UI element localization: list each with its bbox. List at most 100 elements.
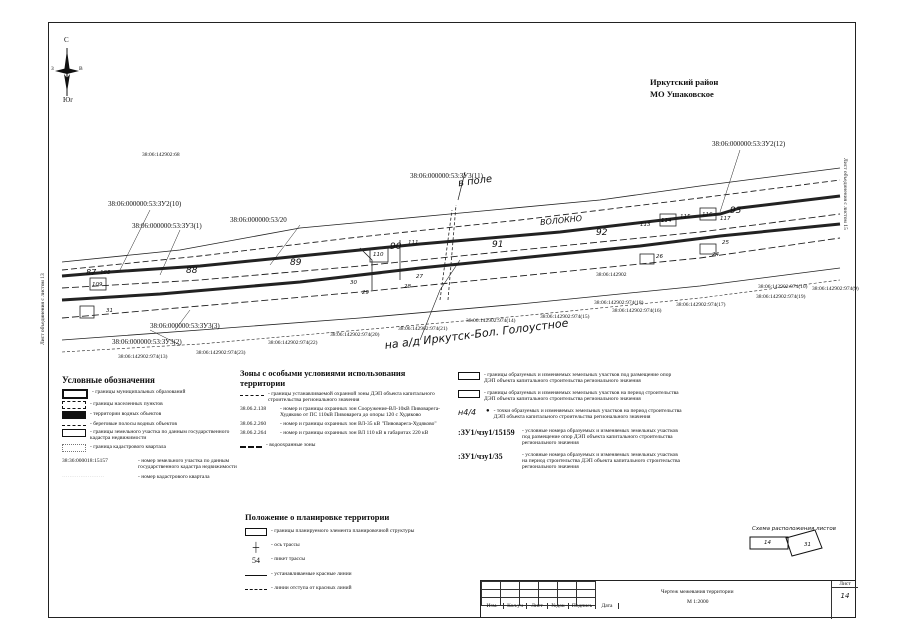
- picket-27: 27: [416, 274, 423, 280]
- zones-item: - номер и границы охранных зон Сооружени…: [280, 406, 440, 418]
- compass-west: З: [51, 66, 54, 72]
- picket-114: 114: [661, 218, 672, 224]
- code-example-2: :ЗУ1/чзу1/35: [458, 452, 503, 461]
- parcel-zu3-1: 38:06:000000:53:ЗУ3(1): [132, 222, 202, 230]
- zones-title: Зоны с особыми условиями использования т…: [240, 368, 406, 388]
- col-header: Изм.: [481, 603, 504, 609]
- position-title: Положение о планировке территории: [245, 512, 390, 522]
- water-territory-symbol: [62, 411, 86, 419]
- upper-thin-line: [61, 167, 841, 263]
- drawing-frame: [48, 22, 856, 618]
- region-line1: Иркутский район: [650, 77, 719, 87]
- picket-31: 31: [106, 308, 113, 314]
- side-right-label: Лист объединения с листом 15: [842, 158, 848, 230]
- position-item: - устанавливаемые красные линии: [271, 571, 352, 577]
- position-item: - ось трассы: [271, 542, 300, 548]
- position-item: - границы планируемого элемента планиров…: [271, 528, 415, 534]
- compass-east: В: [79, 66, 83, 72]
- cad-label: 38:06:142902:974(14): [466, 318, 516, 324]
- parcel-53-20: 38:06:000000:53/20: [230, 216, 287, 224]
- right-item: - границы образуемых и изменяемых земель…: [484, 372, 672, 384]
- compass-north: С: [64, 36, 69, 44]
- code-example-1: :ЗУ1/чзу1/15159: [458, 428, 515, 437]
- picket-110: 110: [373, 252, 384, 258]
- sheet-scheme-right: 31: [804, 542, 811, 548]
- zone-code-2: 38.06.2.260: [240, 421, 267, 427]
- col-header: Подпись: [569, 603, 596, 609]
- legend: Условные обозначения - границы муниципал…: [62, 375, 242, 482]
- legend-item: - береговые полосы водных объектов: [90, 421, 177, 427]
- quarter-boundary-symbol: [62, 444, 86, 452]
- position-legend: Положение о планировке территории - гран…: [245, 512, 465, 593]
- right-item: - условные номера образуемых и изменяемы…: [522, 428, 678, 446]
- cad-label: 38:06:142902:974(23): [196, 350, 246, 356]
- picket-109: 109: [92, 282, 103, 288]
- picket-88: 88: [186, 266, 198, 276]
- picket-111: 111: [408, 240, 419, 246]
- col-header: Дата: [596, 603, 619, 609]
- picket-30: 30: [350, 280, 357, 286]
- revision-grid: [481, 581, 596, 606]
- picket-number-example: 54: [252, 556, 260, 565]
- cad-label: 38:06:142902:974(18): [594, 300, 644, 306]
- sheet-scheme-icon: [749, 529, 823, 557]
- col-header: №док: [548, 603, 569, 609]
- picket-24: 24: [712, 252, 719, 258]
- cad-label: 38:06:142902:974(19): [756, 294, 806, 300]
- picket-87: 87: [86, 268, 97, 277]
- stamp-scale: М 1:2000: [687, 599, 709, 605]
- sheet-scheme-title: Схема расположения листов: [752, 526, 836, 532]
- compass-south: Юг: [63, 96, 74, 104]
- picket-92: 92: [596, 228, 608, 238]
- sheet-scheme-left: 14: [764, 540, 771, 546]
- picket-117: 117: [720, 216, 731, 222]
- cad-label: 38:06:142902:974(16): [612, 308, 662, 314]
- zone-code-3: 38.06.2.264: [240, 430, 267, 436]
- parcel-num-example: 38:36:000018:15157: [62, 458, 108, 464]
- picket-29: 29: [362, 290, 369, 296]
- sheet-number: 14: [840, 592, 850, 600]
- picket-25: 25: [722, 240, 729, 246]
- dashed-line-mid: [61, 213, 841, 289]
- cad-label: 38:06:142902: [596, 272, 627, 278]
- sheet-box: Лист 14: [831, 581, 858, 619]
- picket-116: 116: [702, 212, 713, 218]
- picket-115: 115: [680, 214, 691, 220]
- picket-113: 113: [640, 222, 651, 228]
- zones-item: - номер и границы охранных зон ВЛ 110 кВ…: [280, 430, 429, 436]
- right-item: - границы образуемых и изменяемых земель…: [484, 390, 679, 402]
- dashed-line-bottom: [61, 237, 841, 319]
- picket-108: 108: [100, 270, 111, 276]
- region-line2: МО Ушаковское: [650, 89, 714, 99]
- point-label: н4/4: [458, 408, 477, 417]
- col-header: Кол.уч: [504, 603, 527, 609]
- cad-label: 38:06:142902:974(22): [268, 340, 318, 346]
- road-edge-lower2: [61, 279, 841, 353]
- road-edge-lower: [61, 267, 841, 341]
- position-item: - линии отступа от красных линий: [271, 585, 352, 591]
- cad-label: 38:06:142902:974(20): [330, 332, 380, 338]
- muni-boundary-symbol: [62, 389, 88, 399]
- title-block: Изм. Кол.уч Лист №док Подпись Дата Черте…: [480, 580, 858, 619]
- cad-label: 38:06:142902:68: [142, 152, 180, 158]
- picket-26: 26: [656, 254, 663, 260]
- parcel-symbol: [62, 429, 86, 437]
- side-left-label: Лист объединения с листом 13: [40, 273, 46, 345]
- picket-90: 90: [390, 242, 402, 252]
- cad-label: 38:06:142902:974(21): [398, 326, 448, 332]
- position-item: - пикет трассы: [271, 556, 306, 562]
- shore-line-symbol: [62, 425, 86, 426]
- parcel-zu2-10: 38:06:000000:53:ЗУ2(10): [108, 200, 182, 208]
- cad-label: 38:06:142902:974(9): [812, 286, 859, 292]
- legend-item: - граница кадастрового квартала: [90, 444, 166, 450]
- stamp-title: Чертеж межевания территории: [661, 589, 734, 595]
- zones-item: - водоохранные зоны: [266, 442, 316, 448]
- legend-item: - границы земельного участка по данным г…: [90, 429, 230, 441]
- cad-label: 38:06:142902:974(17): [676, 302, 726, 308]
- parcel-zu3-11: 38:06:000000:53:ЗУ3(11): [410, 172, 483, 180]
- muni-boundary-lower: [61, 222, 841, 302]
- cad-label: 38:06:142902:974(13): [118, 354, 168, 360]
- zone-code-1: 38.06.2.138: [240, 406, 267, 412]
- legend-item: - границы муниципальных образований: [92, 389, 186, 395]
- zones-item: - границы устанавливаемой охранной зоны …: [268, 391, 435, 403]
